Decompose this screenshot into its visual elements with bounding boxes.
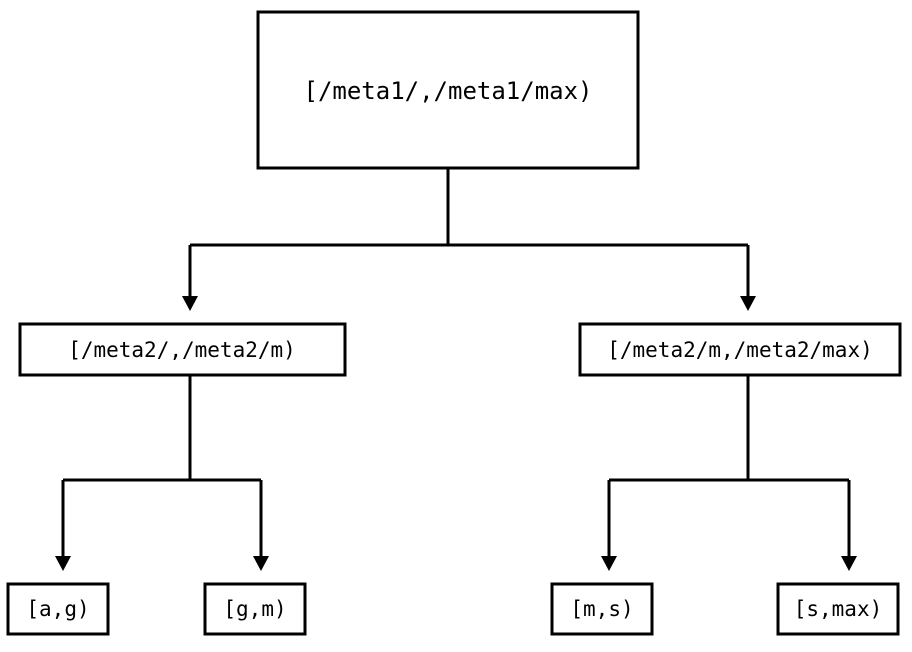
meta2-upper-node-label: [/meta2/m,/meta2/max) [607,338,873,362]
edge-group-left-subtree [55,375,269,571]
arrowhead-to-g-m [253,556,269,571]
g-m-node-box[interactable] [203,582,307,636]
m-s-node-box[interactable] [550,582,654,636]
tree-node-root[interactable]: [/meta1/,/meta1/max) [256,10,640,170]
m-s-node-label: [m,s) [570,597,633,621]
root-node-label: [/meta1/,/meta1/max) [304,77,593,105]
arrowhead-to-m-s [601,556,617,571]
edge-group-right-subtree [601,375,857,571]
meta2-lower-node-box[interactable] [18,322,347,377]
arrowhead-to-meta2-upper [740,296,756,311]
tree-node-m-s[interactable]: [m,s) [550,582,654,636]
s-max-node-label: [s,max) [794,597,883,621]
tree-node-meta2-upper[interactable]: [/meta2/m,/meta2/max) [578,322,902,377]
tree-node-meta2-lower[interactable]: [/meta2/,/meta2/m) [18,322,347,377]
tree-node-s-max[interactable]: [s,max) [776,582,900,636]
g-m-node-label: [g,m) [223,597,286,621]
meta2-upper-node-box[interactable] [578,322,902,377]
a-g-node-label: [a,g) [26,597,89,621]
root-node-box[interactable] [256,10,640,170]
s-max-node-box[interactable] [776,582,900,636]
meta2-lower-node-label: [/meta2/,/meta2/m) [68,338,296,362]
a-g-node-box[interactable] [6,582,110,636]
arrowhead-to-a-g [55,556,71,571]
tree-node-g-m[interactable]: [g,m) [203,582,307,636]
arrowhead-to-s-max [841,556,857,571]
arrowhead-to-meta2-lower [182,296,198,311]
edge-group-root-to-level2 [182,168,756,311]
tree-node-a-g[interactable]: [a,g) [6,582,110,636]
